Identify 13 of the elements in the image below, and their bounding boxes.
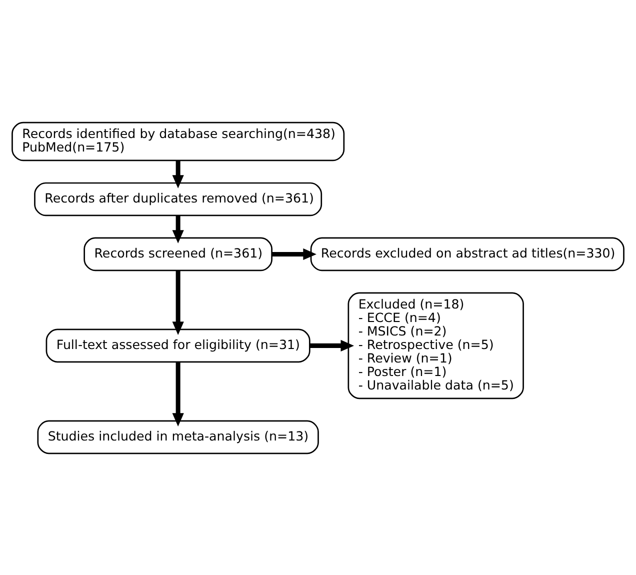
node-box: Records excluded on abstract ad titles(n=330) <box>310 236 624 271</box>
arrow <box>272 248 316 260</box>
arrow <box>172 362 184 426</box>
arrow <box>172 270 184 334</box>
node-box: Records after duplicates removed (n=361) <box>34 182 322 216</box>
arrow <box>310 339 354 351</box>
arrow <box>172 215 184 243</box>
arrow <box>172 160 184 188</box>
node-box: Studies included in meta-analysis (n=13) <box>37 420 319 454</box>
node-box: Records identified by database searching(n=438) PubMed(n=175) <box>12 121 345 161</box>
node-box: Full-text assessed for eligibility (n=31) <box>46 328 310 362</box>
node-box: Excluded (n=18) - ECCE (n=4) - MSICS (n=2) - Retrospective (n=5) - Review (n=1) - Poster (n=1) - Unavailable data (n=5) <box>348 292 524 399</box>
node-box: Records screened (n=361) <box>84 236 272 271</box>
